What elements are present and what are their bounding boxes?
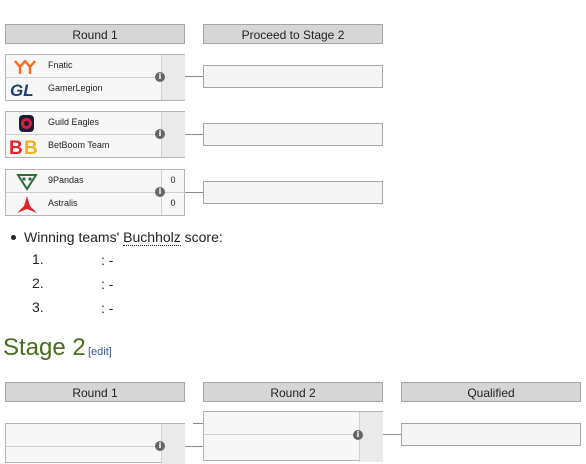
gamerlegion-logo-icon: GL xyxy=(10,81,34,99)
match-team-row[interactable]: Fnatic xyxy=(6,55,186,78)
bracket-connector xyxy=(193,423,203,424)
team-name[interactable]: Guild Eagles xyxy=(48,117,100,127)
stage2-title: Stage 2 xyxy=(3,334,86,361)
buchholz-rank-value: : - xyxy=(101,252,114,268)
bracket-connector xyxy=(185,134,203,135)
match-team-row[interactable]: Astralis 0 xyxy=(6,193,186,216)
stage2-round2-header: Round 2 xyxy=(203,382,383,402)
betboom-logo-icon: B B xyxy=(9,138,38,156)
buchholz-rank-number: 3. xyxy=(32,299,44,315)
team-name[interactable]: 9Pandas xyxy=(48,175,84,185)
stage2-round2-match: i xyxy=(203,411,384,462)
match-team-row[interactable]: GL GamerLegion xyxy=(6,78,186,101)
qualified-slot xyxy=(401,423,581,446)
score-column xyxy=(359,412,383,462)
buchholz-rank-value: : - xyxy=(101,276,114,292)
stage2-edit-link[interactable]: [edit] xyxy=(88,346,112,358)
match-9pandas-vs-astralis: 9Pandas 0 Astralis 0 i xyxy=(5,169,186,216)
buchholz-rank-number: 2. xyxy=(32,275,44,291)
team-name[interactable]: Fnatic xyxy=(48,60,73,70)
buchholz-suffix: score: xyxy=(180,229,223,245)
stage1-round1-header: Round 1 xyxy=(5,24,185,44)
match-team-row[interactable]: 9Pandas 0 xyxy=(6,170,186,193)
team-name[interactable]: Astralis xyxy=(48,198,78,208)
team-name[interactable]: GamerLegion xyxy=(48,83,103,93)
buchholz-prefix: Winning teams' xyxy=(24,229,124,245)
svg-text:B: B xyxy=(9,138,23,156)
team-name[interactable]: BetBoom Team xyxy=(48,140,110,150)
match-info-icon[interactable]: i xyxy=(155,129,165,139)
match-team-row[interactable] xyxy=(6,424,186,447)
fnatic-logo-icon xyxy=(14,59,36,74)
bullet-dot xyxy=(11,235,16,240)
stage2-round1-header: Round 1 xyxy=(5,382,185,402)
match-fnatic-vs-gamerlegion: Fnatic GL GamerLegion i xyxy=(5,54,186,101)
match-guildeagles-vs-betboom: Guild Eagles B B BetBoom Team i xyxy=(5,111,186,158)
match-info-icon[interactable]: i xyxy=(155,441,165,451)
proceed-slot xyxy=(203,65,383,88)
buchholz-note: Winning teams' Buchholz score: xyxy=(24,229,223,246)
buchholz-rank-value: : - xyxy=(101,300,114,316)
match-info-icon[interactable]: i xyxy=(155,187,165,197)
stage2-round1-match: i xyxy=(5,423,186,464)
buchholz-term[interactable]: Buchholz xyxy=(123,229,181,246)
team-score: 0 xyxy=(170,175,176,185)
buchholz-rank-number: 1. xyxy=(32,251,44,267)
9pandas-logo-icon xyxy=(16,174,38,191)
match-info-icon[interactable]: i xyxy=(155,72,165,82)
proceed-slot xyxy=(203,181,383,204)
proceed-slot xyxy=(203,123,383,146)
bracket-connector xyxy=(383,434,401,435)
match-team-row[interactable] xyxy=(204,412,384,435)
astralis-logo-icon xyxy=(17,196,37,213)
bracket-connector xyxy=(185,446,203,447)
svg-text:B: B xyxy=(24,138,38,156)
match-team-row[interactable]: Guild Eagles xyxy=(6,112,186,135)
bracket-connector xyxy=(185,192,203,193)
stage1-proceed-header: Proceed to Stage 2 xyxy=(203,24,383,44)
stage2-qualified-header: Qualified xyxy=(401,382,581,402)
svg-text:GL: GL xyxy=(10,81,34,99)
match-team-row[interactable]: B B BetBoom Team xyxy=(6,135,186,158)
match-info-icon[interactable]: i xyxy=(353,430,363,440)
guild-eagles-logo-icon xyxy=(19,115,34,132)
bracket-connector xyxy=(185,76,203,77)
team-score: 0 xyxy=(170,198,176,208)
